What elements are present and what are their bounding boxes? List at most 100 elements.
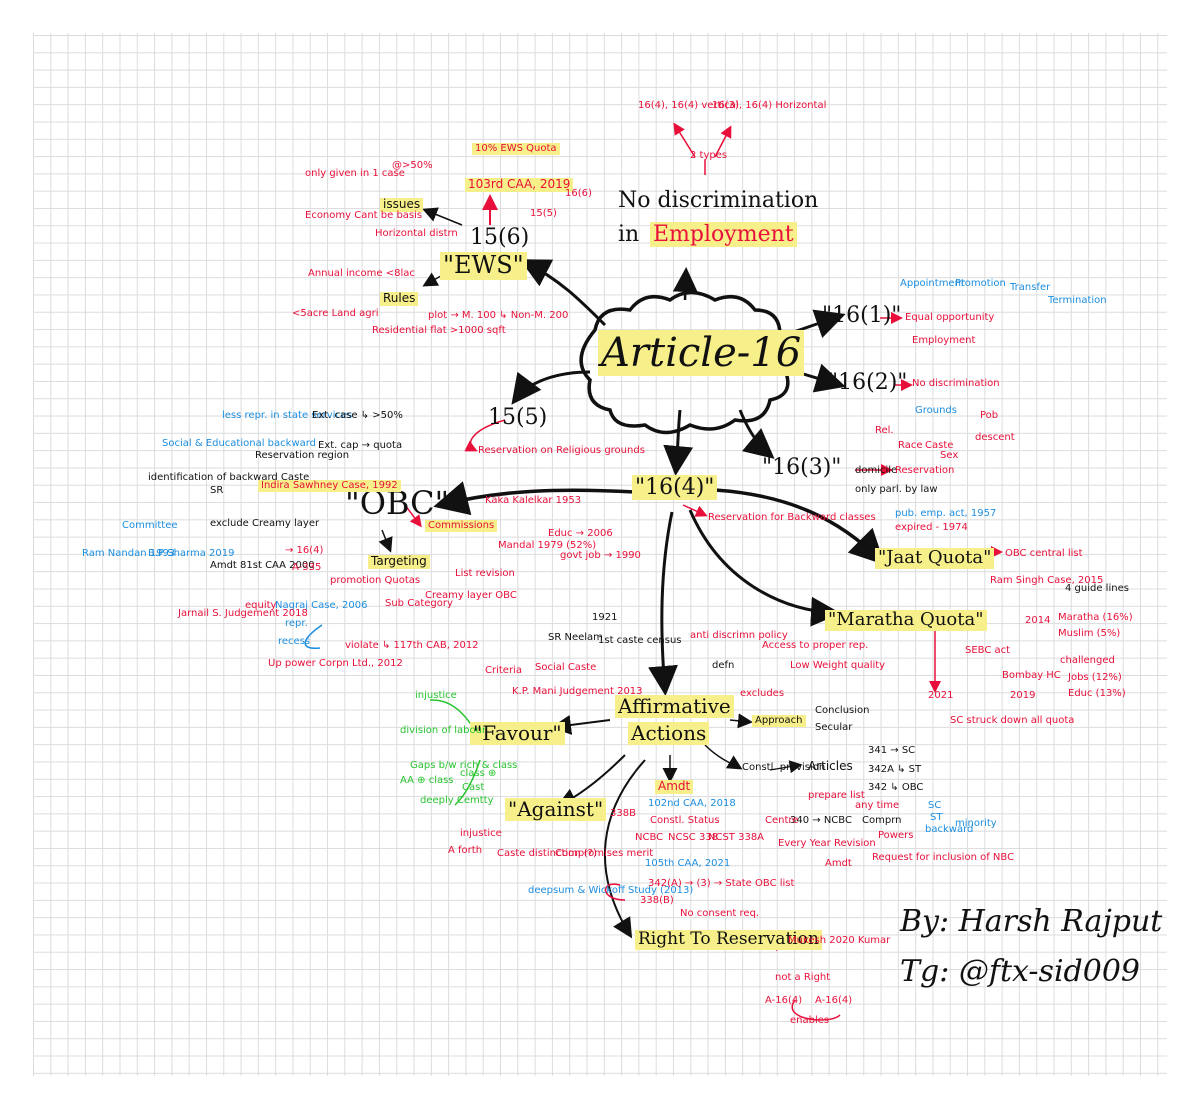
art16-3-node: "16(3)": [762, 455, 842, 480]
articles-342: 342 ↳ OBC: [868, 782, 924, 793]
arrow-to-nodisc: [672, 267, 698, 301]
aff-lowweight: Low Weight quality: [790, 660, 886, 671]
maratha-challenged: challenged: [1060, 655, 1115, 666]
favour-node: "Favour": [470, 722, 565, 745]
art16-3-pubemp: pub. emp. act, 1957: [895, 508, 997, 519]
aff-kpmani: K.P. Mani Judgement 2013: [512, 686, 643, 697]
obc-indira: Indira Sawhney Case, 1992: [258, 480, 401, 492]
favour-deeply: deeply Cemtty: [420, 795, 494, 806]
articles-powers: Powers: [878, 830, 914, 841]
art16-2-rel: Rel.: [875, 425, 894, 436]
ews-16-6: 16(6): [565, 188, 592, 199]
issues-item-3: @>50%: [392, 160, 433, 171]
articles-341: 341 → SC: [868, 745, 916, 756]
favour-injustice: injustice: [415, 690, 457, 701]
art16-4-node: "16(4)": [632, 475, 718, 501]
jaat-obc: OBC central list: [1005, 548, 1083, 559]
art16-1-employment: Employment: [912, 335, 976, 346]
commission-kaka: Kaka Kalelkar 1953: [485, 495, 582, 506]
targeting-nagraj: Nagraj Case, 2006: [275, 600, 368, 611]
favour-aa: AA ⊕ class: [400, 775, 454, 786]
right-res-notright: not a Right: [775, 972, 831, 983]
targeting-subcat: Sub Category: [385, 598, 453, 609]
targeting-node: Targeting: [368, 554, 430, 569]
amdt-ncbc: NCBC: [635, 832, 664, 843]
approach-node: Approach: [752, 715, 806, 727]
maratha-muslim: Muslim (5%): [1058, 628, 1121, 639]
amdt-node: Amdt: [655, 779, 694, 794]
articles-sc: SC: [928, 800, 942, 811]
against-aforth: A forth: [448, 845, 483, 856]
against-caste: Caste distinction (?): [497, 848, 597, 859]
horizontal-label: 16(3), 16(4) Horizontal: [712, 100, 827, 111]
aff-access: Access to proper rep.: [762, 640, 869, 651]
rules-item-2: <5acre Land agri: [292, 308, 379, 319]
art16-3-parl: only parl. by law: [855, 484, 938, 495]
art16-2-descent: descent: [975, 432, 1015, 443]
favour-gaps: Gaps b/w rich & class: [410, 760, 518, 771]
art16-1-equal: Equal opportunity: [905, 312, 995, 323]
obc-committee: Committee: [122, 520, 178, 531]
right-res-mukesh: Mukesh 2020 Kumar: [788, 935, 891, 946]
obc-extcase: Ext. case ↳ >50%: [312, 410, 403, 421]
targeting-jarnail: Jarnail S. Judgement 2018: [178, 608, 308, 619]
amdt-338b: 338B: [610, 808, 636, 819]
obc-identification: identification of backward Caste: [148, 472, 310, 483]
targeting-promotion: promotion Quotas: [330, 575, 421, 586]
no-disc-line2: in: [618, 222, 640, 247]
arrow-to-16-3: [738, 409, 775, 459]
rules-item-3: Residential flat >1000 sqft: [372, 325, 506, 336]
arrow-to-right-res: [604, 759, 646, 939]
targeting-equity: equity: [245, 600, 277, 611]
arrow-to-jaat: [714, 488, 885, 565]
two-types: 2 types: [690, 150, 728, 161]
ews-article: 15(6): [470, 225, 530, 250]
maratha-2014: 2014: [1025, 615, 1051, 626]
obc-extcap: Ext. cap → quota: [318, 440, 403, 451]
amdt-338b-2: 338(B): [640, 895, 674, 906]
arrow-to-15-5: [511, 370, 591, 405]
art16-2-grounds: Grounds: [915, 405, 957, 416]
targeting-list: List revision: [455, 568, 515, 579]
aff-social: Social Caste: [535, 662, 597, 673]
aff-1921: 1921: [592, 612, 618, 623]
art16-1-appointment: Appointment: [900, 278, 965, 289]
art16-1-termination: Termination: [1048, 295, 1107, 306]
articles-amdt: Amdt: [825, 858, 852, 869]
issues-node: issues: [380, 197, 424, 212]
aff-census: 1st caste census: [598, 635, 682, 646]
maratha-2019: 2019: [1010, 690, 1036, 701]
arrow-to-approach: [729, 713, 753, 729]
amdt-status: Constl. Status: [650, 815, 720, 826]
ews-node: "EWS": [440, 251, 527, 280]
amdt-102: 102nd CAA, 2018: [648, 798, 736, 809]
maratha-educ: Educ (13%): [1068, 688, 1126, 699]
amdt-ncsc: NCSC 338: [668, 832, 719, 843]
art16-3-expired: expired - 1974: [895, 522, 968, 533]
ews-15-5: 15(5): [530, 208, 557, 219]
issues-item-2: Economy Cant be basis: [305, 210, 423, 221]
maratha-struck: SC struck down all quota: [950, 715, 1075, 726]
right-res-a164-2: A-16(4): [815, 995, 853, 1006]
caa103-label: 103rd CAA, 2019: [465, 177, 574, 192]
art16-1-promotion: Promotion: [955, 278, 1006, 289]
commission-node: Commissions: [425, 520, 498, 532]
articles-request: Request for inclusion of NBC: [872, 852, 1015, 863]
against-study: deepsum & Wickoff Study (2013): [528, 885, 694, 896]
commission-mandal: Mandal 1979 (52%): [498, 540, 597, 551]
commission-educ: Educ → 2006: [548, 528, 613, 539]
art16-2-nodisc: No discrimination: [912, 378, 1000, 389]
against-injustice: injustice: [460, 828, 502, 839]
favour-cast: Cast: [462, 782, 485, 793]
rules-item-4: plot → M. 100 ↳ Non-M. 200: [428, 310, 569, 321]
art16-3-reservation: Reservation: [895, 465, 955, 476]
aff-sr: SR Neelam: [548, 632, 603, 643]
articles-st: ST: [930, 812, 943, 823]
signature-telegram: Tg: @ftx-sid009: [900, 954, 1140, 989]
arrow-to-obc: [433, 481, 636, 516]
right-res-node: Right To Reservation: [635, 929, 822, 950]
art16-4-reservation: Reservation for Backward classes: [708, 512, 876, 523]
jaat-node: "Jaat Quota": [875, 547, 995, 569]
rules-node: Rules: [380, 291, 419, 306]
